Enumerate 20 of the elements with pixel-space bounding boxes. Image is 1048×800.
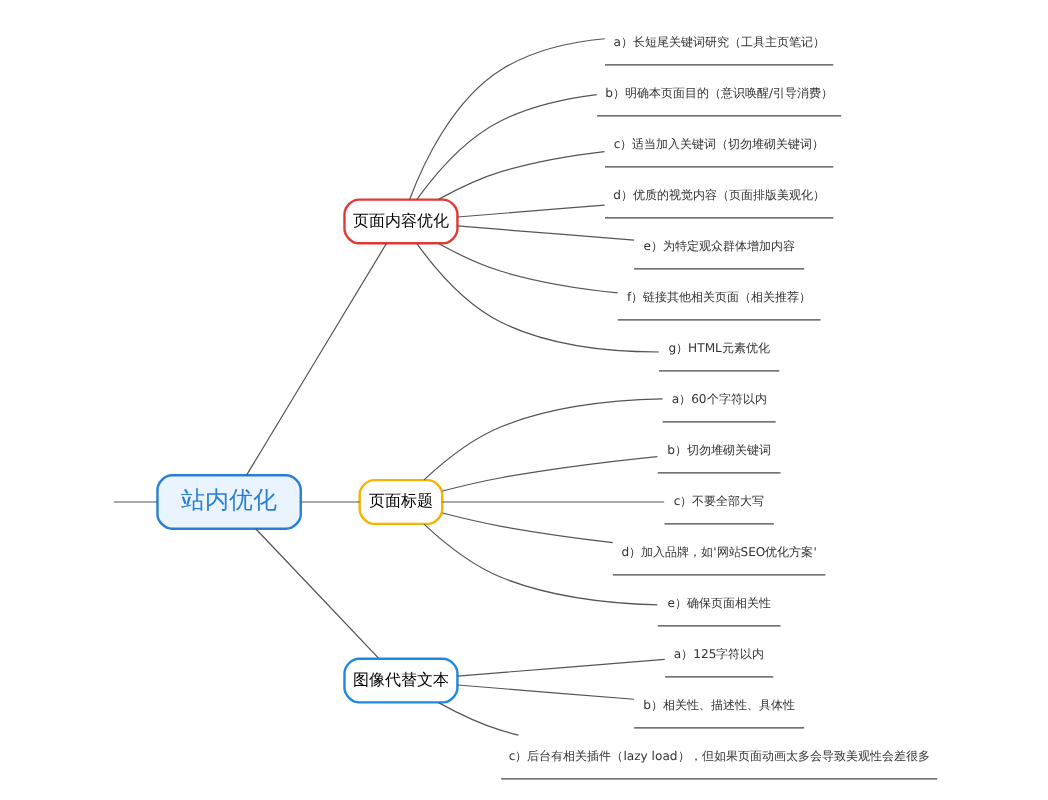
- connector: [415, 242, 659, 353]
- connector: [455, 684, 634, 700]
- connector: [408, 38, 605, 201]
- connector: [436, 242, 618, 294]
- connector: [415, 93, 597, 201]
- connector: [455, 225, 634, 241]
- connector: [455, 658, 665, 677]
- connector: [299, 501, 360, 503]
- connector: [244, 242, 386, 476]
- connector: [422, 523, 657, 606]
- connector: [422, 398, 663, 481]
- connector: [112, 501, 158, 503]
- connector: [440, 501, 664, 503]
- node-box: 站内优化: [155, 474, 301, 530]
- connector: [436, 150, 605, 200]
- connector: [254, 528, 379, 659]
- connector: [440, 512, 613, 544]
- connector: [455, 204, 605, 218]
- connector: [440, 455, 657, 492]
- connector: [436, 702, 518, 736]
